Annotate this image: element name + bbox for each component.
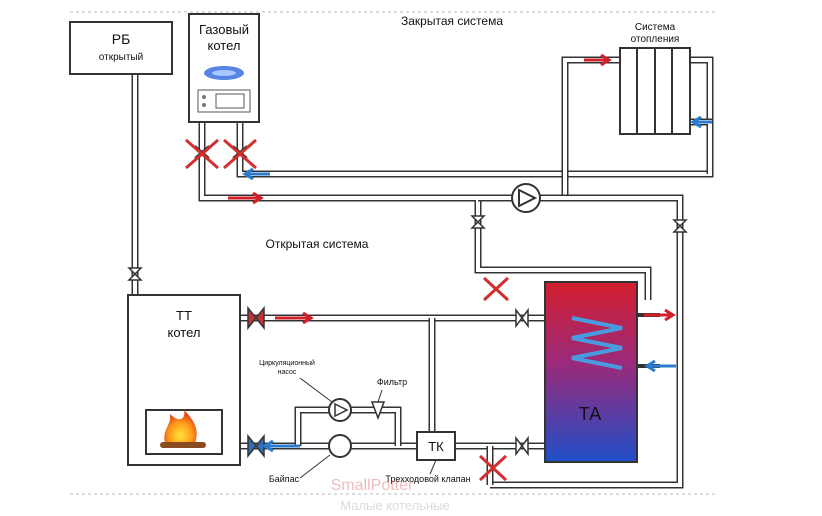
open-system-label: Открытая система [266, 237, 369, 251]
circ-pump-label-line2: насос [278, 369, 297, 376]
solid-boiler-label-line2: котел [168, 325, 201, 340]
return-valve-icon [247, 433, 265, 459]
accumulator-label: ТА [579, 404, 601, 424]
tk-label: ТК [428, 439, 444, 454]
cold-flow-arrow-icon [690, 115, 712, 129]
valve-icon [515, 435, 529, 457]
watermark: SmallPotter Малые котельные [331, 477, 450, 513]
accumulator-tank: ТА [544, 281, 660, 463]
pump-icon [334, 402, 349, 418]
expansion-tank-title: РБ [112, 31, 131, 47]
closed-system-label: Закрытая система [401, 14, 503, 28]
radiator: Система отопления [619, 22, 691, 135]
gas-boiler-label-line2: котел [208, 38, 241, 53]
solid-boiler-label-line1: ТТ [176, 308, 192, 323]
cross-mark-icon [185, 138, 219, 170]
log-icon [160, 442, 206, 448]
heating-system-label-line1: Система [635, 22, 676, 33]
cold-flow-arrow-icon [242, 167, 270, 181]
coil-icon [571, 316, 623, 370]
valve-icon [672, 219, 688, 233]
cold-flow-arrow-icon [644, 359, 676, 373]
hot-flow-arrow-icon [275, 311, 314, 325]
solid-fuel-boiler: ТТ котел [127, 294, 241, 466]
bypass-pump [328, 434, 352, 458]
watermark-brand: SmallPotter [331, 477, 414, 494]
filter-label: Фильтр [377, 377, 407, 387]
cold-flow-arrow-icon [262, 439, 300, 453]
valve-icon [470, 215, 486, 229]
three-way-valve-label: Трехходовой клапан [385, 474, 470, 484]
supply-valve-icon [247, 305, 265, 331]
gas-boiler: Газовый котел [188, 13, 260, 123]
hot-flow-arrow-icon [584, 53, 612, 67]
heating-system-label-line2: отопления [631, 34, 680, 45]
expansion-tank: РБ открытый [69, 21, 173, 75]
cross-mark-icon [223, 138, 257, 170]
ball-valves [127, 215, 688, 459]
gas-boiler-display [215, 93, 245, 109]
closed-valves-gas [185, 138, 257, 170]
gas-boiler-label-line1: Газовый [199, 22, 249, 37]
expansion-tank-subtitle: открытый [99, 52, 143, 63]
watermark-sub: Малые котельные [340, 498, 449, 513]
hot-flow-arrow-icon [228, 191, 264, 205]
three-way-valve: ТК [416, 431, 456, 461]
pump-icon [518, 188, 538, 208]
flow-arrows [228, 53, 712, 453]
bypass-label: Байпас [269, 474, 300, 484]
main-circulation-pump [511, 183, 541, 213]
cross-mark-icon [482, 276, 510, 302]
circ-pump-label-line1: Циркуляционный [259, 359, 315, 367]
cross-mark-icon [478, 454, 508, 482]
hot-flow-arrow-icon [644, 308, 676, 322]
fire-icon [164, 410, 197, 446]
valve-icon [515, 307, 529, 329]
pump-group: Циркуляционный насос Фильтр [259, 359, 407, 458]
valve-icon [127, 267, 143, 281]
